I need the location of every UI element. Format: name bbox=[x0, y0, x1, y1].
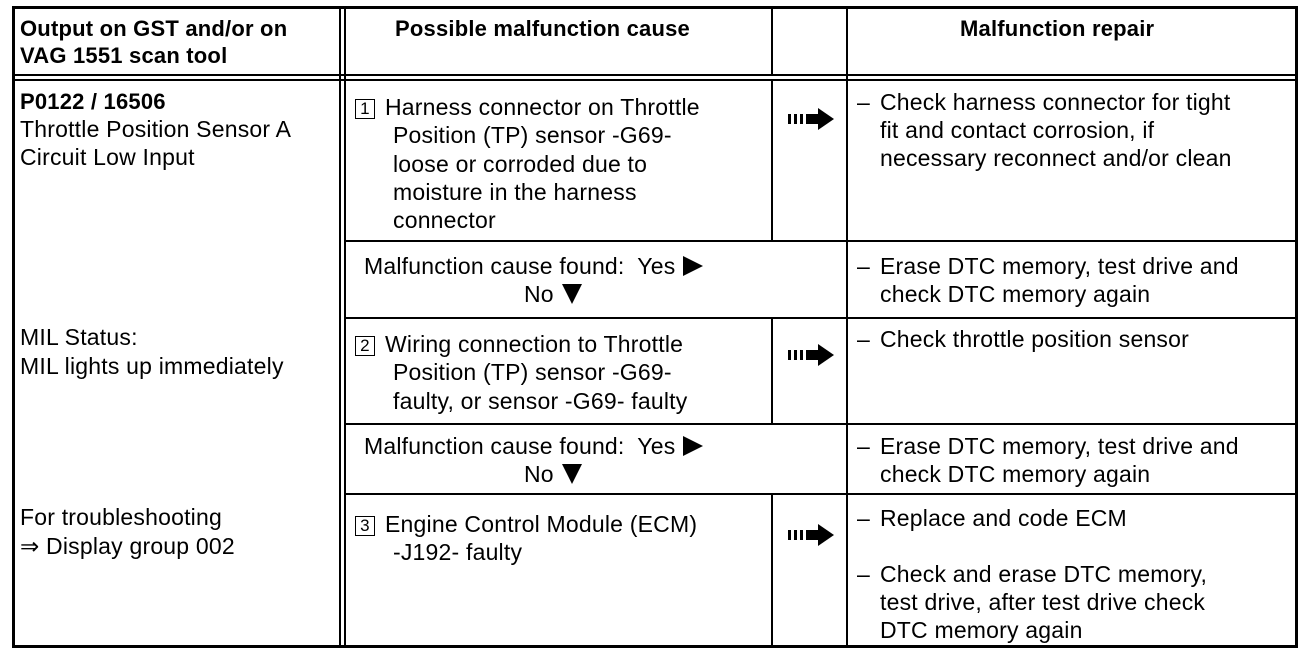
col-divider-2-header bbox=[771, 6, 773, 76]
found-2-repair-line1: Erase DTC memory, test drive and bbox=[880, 433, 1239, 459]
header-col3: Malfunction repair bbox=[960, 16, 1155, 41]
arrow-right-icon bbox=[788, 524, 834, 546]
col-divider-2-row2 bbox=[771, 318, 773, 424]
step-1-cause-line3: loose or corroded due to bbox=[393, 151, 648, 177]
triangle-down-icon bbox=[561, 464, 582, 484]
table-border-right bbox=[1295, 6, 1298, 648]
mil-status-label: MIL Status: bbox=[20, 324, 138, 350]
row-rule-2 bbox=[344, 317, 1298, 319]
step-1-cause-line2: Position (TP) sensor -G69- bbox=[393, 122, 672, 148]
step-1-repair-line2: fit and contact corrosion, if bbox=[880, 117, 1155, 143]
step-2-repair-line1: Check throttle position sensor bbox=[880, 326, 1189, 352]
header-col2: Possible malfunction cause bbox=[395, 16, 690, 41]
step-3-repair-b-line2: test drive, after test drive check bbox=[880, 589, 1206, 615]
step-3-cause-line2: -J192- faulty bbox=[393, 539, 523, 565]
step-number-3: 3 bbox=[355, 516, 375, 536]
step-2-repair-dash: – bbox=[857, 326, 870, 352]
step-3-repair-a-dash: – bbox=[857, 505, 870, 531]
table-border-top bbox=[12, 6, 1298, 9]
found-2-repair-dash: – bbox=[857, 433, 870, 459]
col-divider-3a bbox=[846, 6, 848, 648]
step-number-1: 1 bbox=[355, 99, 375, 119]
found-1-no: No bbox=[524, 280, 582, 309]
triangle-down-icon bbox=[561, 284, 582, 304]
arrow-right-icon bbox=[788, 108, 834, 130]
found-2-no: No bbox=[524, 460, 582, 489]
found-1-label: Malfunction cause found: Yes bbox=[364, 252, 704, 281]
table-border-left bbox=[12, 6, 15, 648]
step-3-repair-b-line1: Check and erase DTC memory, bbox=[880, 561, 1208, 587]
step-3-repair-a-line1: Replace and code ECM bbox=[880, 505, 1127, 531]
found-1-repair-line2: check DTC memory again bbox=[880, 281, 1151, 307]
step-1-repair-line1: Check harness connector for tight bbox=[880, 89, 1231, 115]
troubleshooting-label: For troubleshooting bbox=[20, 504, 222, 530]
fault-code: P0122 / 16506 bbox=[20, 89, 166, 114]
mil-status-value: MIL lights up immediately bbox=[20, 353, 284, 379]
step-1-repair-dash: – bbox=[857, 89, 870, 115]
step-number-2: 2 bbox=[355, 336, 375, 356]
col-divider-2-row3 bbox=[771, 494, 773, 646]
header-col1-line2: VAG 1551 scan tool bbox=[20, 43, 228, 68]
triangle-right-icon bbox=[683, 256, 704, 276]
found-2-label: Malfunction cause found: Yes bbox=[364, 432, 704, 461]
step-1-repair-line3: necessary reconnect and/or clean bbox=[880, 145, 1232, 171]
found-1-repair-line1: Erase DTC memory, test drive and bbox=[880, 253, 1239, 279]
arrow-right-icon bbox=[788, 344, 834, 366]
row-rule-1 bbox=[344, 240, 1298, 242]
step-1-cause-line4: moisture in the harness bbox=[393, 179, 637, 205]
col-divider-1a bbox=[339, 6, 341, 648]
step-2-cause-line3: faulty, or sensor -G69- faulty bbox=[393, 388, 688, 414]
table-border-bottom bbox=[12, 645, 1298, 648]
header-rule-1 bbox=[12, 74, 1298, 76]
row-rule-4 bbox=[344, 493, 1298, 495]
col-divider-2-row1 bbox=[771, 81, 773, 241]
triangle-right-icon bbox=[683, 436, 704, 456]
step-2-cause-line2: Position (TP) sensor -G69- bbox=[393, 359, 672, 385]
row-rule-3 bbox=[344, 423, 1298, 425]
found-2-repair-line2: check DTC memory again bbox=[880, 461, 1151, 487]
fault-desc-line1: Throttle Position Sensor A bbox=[20, 116, 292, 142]
step-3-repair-b-line3: DTC memory again bbox=[880, 617, 1083, 643]
fault-desc-line2: Circuit Low Input bbox=[20, 144, 195, 170]
step-1-cause-line5: connector bbox=[393, 207, 496, 233]
found-1-repair-dash: – bbox=[857, 253, 870, 279]
header-col1-line1: Output on GST and/or on bbox=[20, 16, 288, 41]
troubleshooting-link[interactable]: ⇒ Display group 002 bbox=[20, 533, 235, 559]
header-rule-2 bbox=[12, 79, 1298, 81]
step-3-repair-b-dash: – bbox=[857, 561, 870, 587]
col-divider-1b bbox=[344, 6, 346, 648]
